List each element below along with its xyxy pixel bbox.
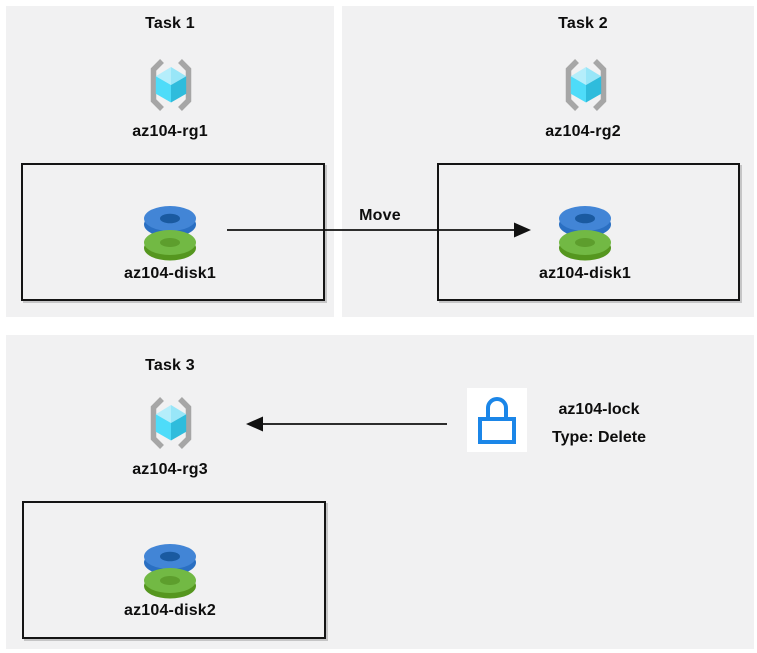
disk-box-task2 [437,163,740,301]
disk-name: az104-disk1 [538,265,632,282]
task1-title: Task 1 [145,15,195,32]
lock-name: az104-lock [558,401,640,418]
panel-task3 [6,335,754,649]
resource-group-name: az104-rg3 [132,461,208,478]
panel-task1 [6,6,334,317]
resource-group-icon [150,59,192,111]
disk-name: az104-disk2 [123,602,217,619]
managed-disk-icon [144,544,196,599]
lock-icon [478,397,516,444]
managed-disk-icon [144,206,196,261]
lock-tile [467,388,527,452]
managed-disk-icon [559,206,611,261]
disk-box-task3 [22,501,326,639]
resource-group-name: az104-rg1 [132,123,208,140]
lock-label-block: az104-lock Type: Delete [515,396,683,452]
disk-box-task1 [21,163,325,301]
panel-task2 [342,6,754,317]
task3-title: Task 3 [145,357,195,374]
resource-group-icon [565,59,607,111]
disk-name: az104-disk1 [123,265,217,282]
resource-group-name: az104-rg2 [545,123,621,140]
lock-type: Type: Delete [552,429,646,446]
task2-title: Task 2 [558,15,608,32]
resource-group-icon [150,397,192,449]
move-arrow-label: Move [359,207,401,224]
